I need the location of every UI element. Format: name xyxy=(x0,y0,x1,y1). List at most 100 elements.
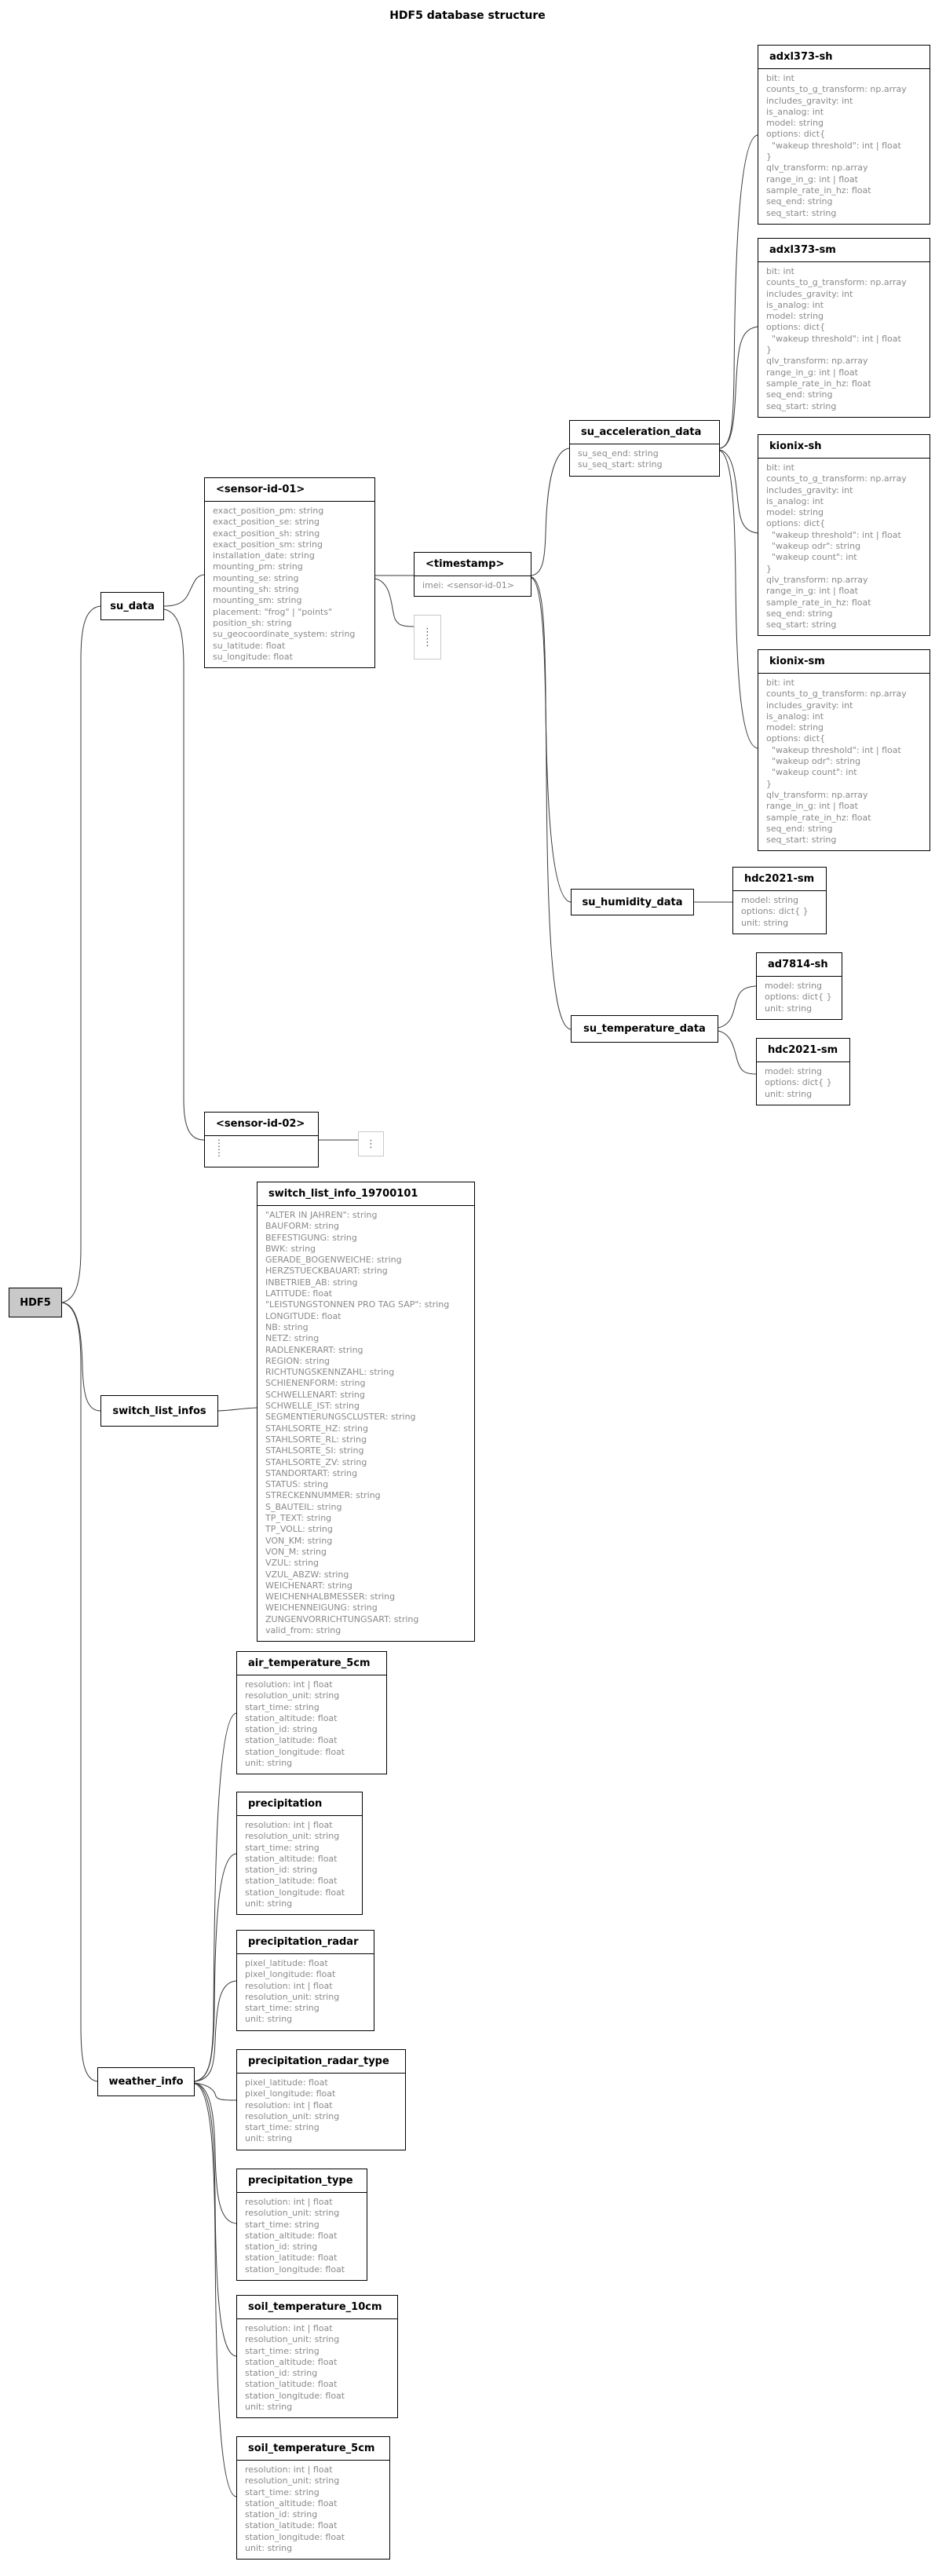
node-title: adxl373-sm xyxy=(758,239,930,262)
field-row: valid_from: string xyxy=(265,1624,341,1635)
field-row: RICHTUNGSKENNZAHL: string xyxy=(265,1367,395,1378)
field-row: range_in_g: int | float xyxy=(766,586,858,597)
field-row: SCHWELLE_IST: string xyxy=(265,1401,360,1412)
connector-hdf5-su-data xyxy=(61,605,101,1303)
node-sensor-id-02: <sensor-id-02> ⋮ ⋮ xyxy=(204,1112,319,1167)
field-row: VON_KM: string xyxy=(265,1535,333,1546)
field-row: resolution_unit: string xyxy=(245,1831,340,1842)
connector-weather-precipitation-radar-type xyxy=(194,2082,237,2101)
field-row: station_latitude: float xyxy=(245,1876,338,1887)
field-row: LATITUDE: float xyxy=(265,1288,333,1299)
vertical-ellipsis-icon: ⋮ xyxy=(214,1147,224,1158)
field-row: sample_rate_in_hz: float xyxy=(766,378,871,389)
field-row: unit: string xyxy=(765,1003,813,1014)
field-row: qlv_transform: np.array xyxy=(766,789,868,800)
node-switch-list-info-19700101: switch_list_info_19700101 "ALTER IN JAHR… xyxy=(257,1182,475,1642)
node-title: su_acceleration_data xyxy=(570,421,719,444)
field-row: sample_rate_in_hz: float xyxy=(766,597,871,608)
field-row: pixel_latitude: float xyxy=(245,1958,328,1968)
field-row: unit: string xyxy=(741,917,789,928)
field-row: resolution: int | float xyxy=(245,2197,333,2207)
node-title: precipitation_radar xyxy=(237,1931,374,1954)
field-row: resolution: int | float xyxy=(245,1679,333,1690)
connector-weather-precipitation xyxy=(194,1853,237,2082)
field-row: } xyxy=(766,345,772,356)
field-row: exact_position_sh: string xyxy=(213,528,320,539)
field-row: pixel_longitude: float xyxy=(245,2088,336,2099)
field-row: BWK: string xyxy=(265,1243,316,1254)
connector-acceleration-adxl373-sm xyxy=(719,326,758,449)
field-row: STAHLSORTE_SI: string xyxy=(265,1445,364,1456)
field-row: qlv_transform: np.array xyxy=(766,163,868,174)
field-row: su_seq_start: string xyxy=(578,459,663,470)
connector-weather-precipitation-radar xyxy=(194,1980,237,2082)
node-sensor-id-01: <sensor-id-01> exact_position_pm: string… xyxy=(204,477,375,669)
connector-switch-list-infos-info xyxy=(217,1407,257,1412)
field-row: imei: <sensor-id-01> xyxy=(422,580,514,590)
vertical-ellipsis-icon: ⋮ xyxy=(422,626,433,638)
field-row: resolution: int | float xyxy=(245,1980,333,1991)
field-row: options: dict{ xyxy=(766,733,826,744)
connector-weather-soil-5cm xyxy=(194,2083,237,2497)
field-row: position_sh: string xyxy=(213,617,292,628)
field-row: "wakeup odr": string xyxy=(766,541,861,552)
field-row: seq_end: string xyxy=(766,608,833,619)
field-row: station_id: string xyxy=(245,2509,318,2520)
field-row: model: string xyxy=(765,1066,823,1076)
field-row: station_latitude: float xyxy=(245,1735,338,1746)
field-row: REGION: string xyxy=(265,1355,331,1366)
field-row: "wakeup count": int xyxy=(766,552,857,563)
field-row: station_longitude: float xyxy=(245,2531,345,2542)
field-row: su_seq_end: string xyxy=(578,448,659,459)
field-row: resolution_unit: string xyxy=(245,2208,340,2219)
field-row: model: string xyxy=(766,507,824,518)
node-title: air_temperature_5cm xyxy=(237,1652,386,1675)
field-row: counts_to_g_transform: np.array xyxy=(766,473,907,484)
connector-temperature-hdc2021 xyxy=(718,1030,757,1075)
node-title: kionix-sh xyxy=(758,435,930,459)
field-row: unit: string xyxy=(765,1088,813,1099)
field-row: su_geocoordinate_system: string xyxy=(213,629,356,640)
node-precipitation-radar-type: precipitation_radar_type pixel_latitude:… xyxy=(236,2049,406,2150)
field-row: seq_start: string xyxy=(766,619,837,630)
field-row: resolution_unit: string xyxy=(245,2476,340,2486)
field-row: station_altitude: float xyxy=(245,1712,338,1723)
field-row: resolution_unit: string xyxy=(245,2110,340,2121)
node-title: <sensor-id-02> xyxy=(205,1113,318,1136)
field-row: station_id: string xyxy=(245,1865,318,1876)
field-row: ZUNGENVORRICHTUNGSART: string xyxy=(265,1613,419,1624)
field-row: station_altitude: float xyxy=(245,1853,338,1864)
field-row: model: string xyxy=(741,895,799,905)
node-precipitation-radar: precipitation_radar pixel_latitude: floa… xyxy=(236,1930,374,2031)
connector-timestamp-acceleration xyxy=(531,448,570,576)
field-row: } xyxy=(766,778,772,789)
field-row: options: dict{ xyxy=(766,129,826,140)
field-row: seq_start: string xyxy=(766,400,837,411)
field-row: options: dict{ } xyxy=(765,1077,832,1088)
field-row: NB: string xyxy=(265,1321,309,1332)
field-row: mounting_sh: string xyxy=(213,584,299,595)
node-title: kionix-sm xyxy=(758,650,930,674)
field-row: STAHLSORTE_ZV: string xyxy=(265,1456,367,1467)
field-row: mounting_se: string xyxy=(213,572,299,583)
field-row: WEICHENHALBMESSER: string xyxy=(265,1591,396,1602)
connector-hdf5-switch-list-infos xyxy=(61,1302,101,1412)
field-row: seq_start: string xyxy=(766,835,837,846)
field-row: range_in_g: int | float xyxy=(766,174,858,185)
node-title: switch_list_info_19700101 xyxy=(257,1182,474,1206)
field-row: resolution: int | float xyxy=(245,2465,333,2475)
node-su-temperature-data: su_temperature_data xyxy=(571,1015,718,1043)
field-row: unit: string xyxy=(245,2133,293,2144)
field-row: su_longitude: float xyxy=(213,651,293,662)
